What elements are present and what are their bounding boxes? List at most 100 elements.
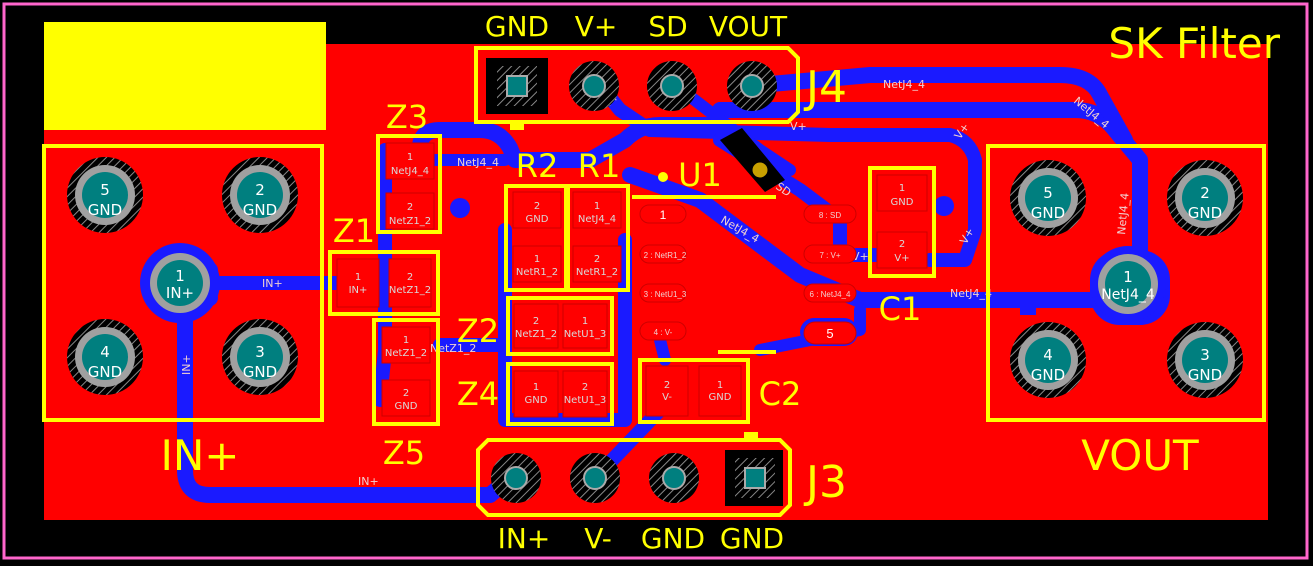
sma-pad-net: GND — [243, 363, 277, 381]
sma-pad-number: 5 — [100, 181, 110, 199]
pad-number: 2 — [594, 254, 600, 265]
z3-component: 1 NetJ4_4 2 NetZ1_2 Z3 — [376, 98, 442, 234]
j4-pin-label: V+ — [575, 10, 618, 43]
j4-connector: GND V+ SD VOUT J4 — [474, 10, 847, 130]
pad-net: V- — [662, 392, 672, 403]
trace-label: IN+ — [262, 277, 283, 290]
c2-component: 2 V- 1 GND C2 — [638, 358, 802, 424]
j4-pin-label: SD — [648, 10, 687, 43]
pad-number: 2 — [533, 316, 539, 327]
sma-pad-net: GND — [1188, 204, 1222, 222]
sma-pad-net: GND — [88, 363, 122, 381]
u1-pin: 8 : SD — [819, 211, 841, 220]
trace-label: NetJ4_4 — [1115, 192, 1132, 235]
sma-pad-number: 4 — [100, 343, 110, 361]
u1-pin: 7 : V+ — [819, 251, 840, 260]
z2-component: 2 NetZ1_2 1 NetU1_3 Z2 — [457, 296, 614, 356]
pad-net: NetU1_3 — [564, 395, 607, 406]
z3-ref: Z3 — [386, 98, 428, 136]
pad-net: GND — [395, 401, 418, 412]
z4-component: 1 GND 2 NetU1_3 Z4 — [457, 362, 614, 426]
c1-component: 1 GND 2 V+ C1 — [868, 166, 936, 328]
j3-pin-label: GND — [720, 522, 784, 555]
u1-component: 1 2 : NetR1_2 3 : NetU1_3 4 : V- 5 6 : N… — [632, 128, 857, 354]
u1-pin: 4 : V- — [654, 328, 673, 337]
pad-number: 2 — [664, 380, 670, 391]
sma-pad-number: 3 — [255, 343, 265, 361]
in-sma-connector: 5 GND 2 GND 1 IN+ 4 GND 3 GND IN+ — [42, 144, 324, 480]
pad-net: V+ — [894, 253, 909, 264]
trace-label: NetZ1_2 — [430, 342, 476, 355]
pad-net: NetZ1_2 — [389, 285, 431, 296]
j3-ref: J3 — [803, 457, 847, 508]
pad-number: 2 — [407, 272, 413, 283]
pad-number: 2 — [534, 201, 540, 212]
board-title: SK Filter — [1108, 19, 1280, 68]
sma-pad-net: GND — [243, 201, 277, 219]
pad-number: 2 — [407, 202, 413, 213]
u1-pin: 1 — [660, 208, 667, 222]
sma-pad-number: 5 — [1043, 184, 1053, 202]
sma-pad-net: GND — [88, 201, 122, 219]
trace-label: IN+ — [358, 475, 379, 488]
u1-ref: U1 — [678, 156, 722, 194]
trace-label: NetJ4_4 — [950, 287, 992, 300]
pad-number: 2 — [899, 239, 905, 250]
j3-pin-label: V- — [584, 522, 612, 555]
sma-pad-net: NetJ4_4 — [1101, 287, 1155, 303]
sma-pad-number: 2 — [255, 181, 265, 199]
u1-pin: 6 : NetJ4_4 — [810, 290, 851, 299]
sma-pad-number: 2 — [1200, 184, 1210, 202]
sma-pad-net: GND — [1031, 204, 1065, 222]
r1-component: 1 NetJ4_4 2 NetR1_2 R1 — [564, 147, 630, 292]
pad-number: 1 — [533, 382, 539, 393]
pad-net: NetZ1_2 — [385, 348, 427, 359]
pad-number: 1 — [594, 201, 600, 212]
sma-pad-net: GND — [1188, 366, 1222, 384]
pad-net: IN+ — [349, 285, 368, 296]
j4-pin-label: GND — [485, 10, 549, 43]
sma-pad-number: 1 — [175, 267, 185, 285]
trace-label: V+ — [790, 120, 807, 133]
c1-ref: C1 — [879, 290, 922, 328]
pad-net: NetR1_2 — [576, 267, 618, 278]
j3-pin-label: IN+ — [498, 522, 551, 555]
r2-ref: R2 — [516, 147, 559, 185]
trace-label: NetJ4_4 — [457, 156, 499, 169]
c2-ref: C2 — [759, 375, 802, 413]
sma-pad-number: 1 — [1123, 268, 1133, 286]
pad-net: NetZ1_2 — [389, 216, 431, 227]
z5-component: 1 NetZ1_2 2 GND Z5 — [372, 318, 440, 472]
u1-pin: 5 — [826, 326, 833, 341]
r1-ref: R1 — [578, 147, 621, 185]
pad-net: GND — [526, 214, 549, 225]
silk-block — [44, 22, 326, 130]
pad-number: 2 — [582, 382, 588, 393]
pad-net: GND — [709, 392, 732, 403]
u1-pin: 2 : NetR1_2 — [644, 251, 687, 260]
j4-pin-label: VOUT — [709, 10, 788, 43]
pad-number: 1 — [899, 183, 905, 194]
out-sma-label: VOUT — [1081, 431, 1199, 480]
j3-pin-label: GND — [641, 522, 705, 555]
pad-net: NetJ4_4 — [391, 166, 429, 177]
pad-net: GND — [525, 395, 548, 406]
pad-number: 1 — [407, 152, 413, 163]
pad-net: NetR1_2 — [516, 267, 558, 278]
pad-net: NetU1_3 — [564, 329, 607, 340]
pad-number: 1 — [403, 335, 409, 346]
z1-ref: Z1 — [333, 212, 375, 250]
pad-net: GND — [891, 197, 914, 208]
z5-ref: Z5 — [383, 434, 425, 472]
pad-net: NetZ1_2 — [515, 329, 557, 340]
sma-pad-net: GND — [1031, 366, 1065, 384]
out-sma-connector: 5 GND 2 GND 1 NetJ4_4 4 GND 3 GND VOUT — [986, 144, 1266, 480]
sma-pad-number: 3 — [1200, 346, 1210, 364]
trace-label: NetJ4_4 — [883, 78, 925, 91]
j3-connector: IN+ V- GND GND J3 — [476, 432, 847, 555]
pad-net: NetJ4_4 — [578, 214, 616, 225]
z2-ref: Z2 — [457, 312, 499, 350]
in-sma-label: IN+ — [161, 431, 240, 480]
